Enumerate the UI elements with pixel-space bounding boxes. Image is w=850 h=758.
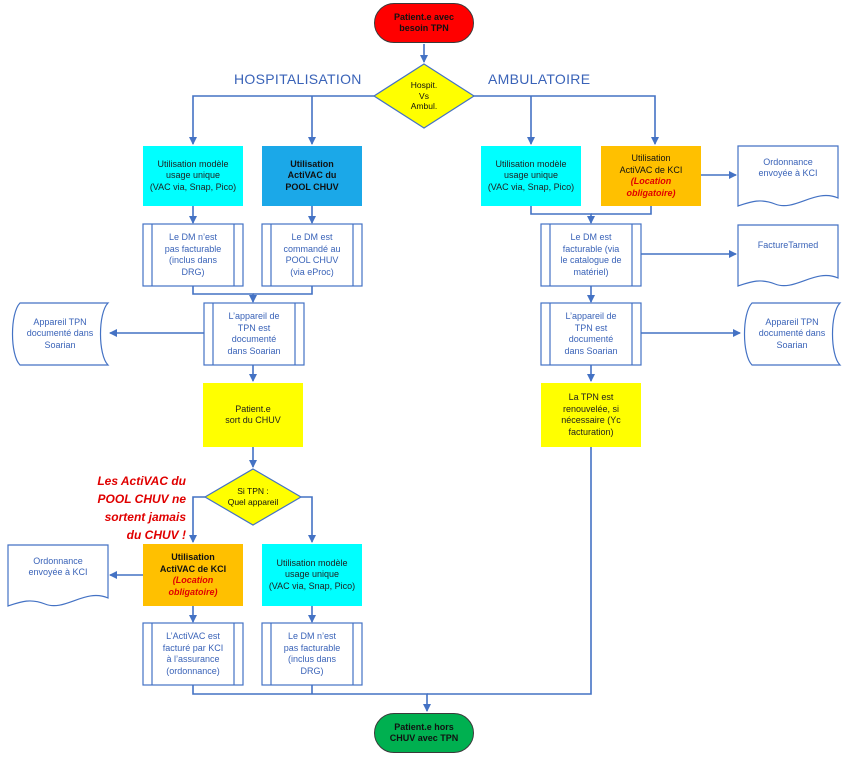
amb-usage-unique-box: Utilisation modèle usage unique (VAC via…	[481, 146, 581, 206]
amb-dm-facturable-label: Le DM est facturable (via le catalogue d…	[560, 232, 622, 277]
hosp-sort-chuv-box: Patient.e sort du CHUV	[203, 383, 303, 447]
store-amb-shape	[743, 302, 842, 366]
amb-appareil-documente-box: L’appareil de TPN est documenté dans Soa…	[550, 303, 632, 365]
exit-ordonnance-doc: Ordonnance envoyée à KCI	[8, 547, 108, 587]
predef-dm-facturable-shape	[540, 223, 642, 287]
hosp-dm-commande-box: Le DM est commandé au POOL CHUV (via ePr…	[271, 224, 353, 286]
predef-dm-commande-shape	[261, 223, 363, 287]
note-line-1: Les ActiVAC du	[97, 474, 186, 488]
predefined-process-shapes	[142, 223, 642, 686]
connector-h3	[192, 286, 257, 303]
connector-h4	[253, 286, 313, 295]
amb-ordonnance-doc: Ordonnance envoyée à KCI	[738, 148, 838, 188]
exit-activac-kci-box: Utilisation ActiVAC de KCI (Location obl…	[143, 544, 243, 606]
predef-dm-non-facturable-exit-shape	[261, 622, 363, 686]
predef-appareil-hosp-shape	[203, 302, 305, 366]
note-line-3: sortent jamais	[104, 510, 186, 524]
hosp-appareil-documente-box: L’appareil de TPN est documenté dans Soa…	[213, 303, 295, 365]
amb-facture-tarmed-doc: FactureTarmed	[738, 226, 838, 266]
hosp-appareil-documente-label: L’appareil de TPN est documenté dans Soa…	[227, 311, 281, 356]
predef-facture-kci-shape	[142, 622, 244, 686]
connector-d2-left	[189, 496, 205, 543]
doc-facture-tarmed-shape	[737, 224, 839, 287]
section-label-ambulatoire: AMBULATOIRE	[488, 71, 591, 87]
note-line-4: du CHUV !	[126, 528, 186, 542]
pool-chuv-warning-note: Les ActiVAC du POOL CHUV ne sortent jama…	[68, 472, 186, 544]
hosp-activac-pool-label: Utilisation ActiVAC du POOL CHUV	[285, 158, 339, 192]
hosp-dm-non-facturable-box: Le DM n’est pas facturable (inclus dans …	[152, 224, 234, 286]
hosp-store-soarian-label: Appareil TPN documenté dans Soarian	[26, 316, 94, 350]
end-terminal: Patient.e hors CHUV avec TPN	[374, 713, 474, 753]
connector-a5	[427, 447, 592, 695]
hosp-usage-unique-label: Utilisation modèle usage unique (VAC via…	[149, 158, 237, 192]
exit-usage-unique-box: Utilisation modèle usage unique (VAC via…	[262, 544, 362, 606]
amb-usage-unique-label: Utilisation modèle usage unique (VAC via…	[487, 158, 575, 192]
doc-ordonnance-exit-shape	[7, 544, 109, 607]
hosp-store-soarian-box: Appareil TPN documenté dans Soarian	[14, 303, 106, 365]
connector-hosp-branch	[189, 95, 374, 145]
amb-ordonnance-label: Ordonnance envoyée à KCI	[758, 156, 818, 179]
amb-renouvelee-label: La TPN est renouvelée, si nécessaire (Yc…	[561, 392, 621, 437]
connectors	[109, 44, 741, 712]
connector-e3	[192, 685, 431, 712]
exit-activac-kci-title: Utilisation ActiVAC de KCI	[159, 552, 227, 574]
predef-dm-non-facturable-shape	[142, 223, 244, 287]
exit-ordonnance-label: Ordonnance envoyée à KCI	[28, 555, 88, 578]
connector-a1	[530, 206, 595, 224]
amb-renouvelee-box: La TPN est renouvelée, si nécessaire (Yc…	[541, 383, 641, 447]
connector-a2	[591, 206, 652, 215]
hosp-usage-unique-box: Utilisation modèle usage unique (VAC via…	[143, 146, 243, 206]
exit-usage-unique-label: Utilisation modèle usage unique (VAC via…	[268, 557, 356, 591]
decision-hospit-ambul-label: Hospit. Vs Ambul.	[410, 80, 438, 111]
decision-quel-appareil	[203, 468, 303, 526]
amb-appareil-documente-label: L’appareil de TPN est documenté dans Soa…	[564, 311, 618, 356]
hosp-activac-pool-box: Utilisation ActiVAC du POOL CHUV	[262, 146, 362, 206]
amb-activac-kci-note: (Location obligatoire)	[626, 176, 676, 198]
exit-dm-non-facturable-label: Le DM n’est pas facturable (inclus dans …	[283, 631, 341, 676]
exit-activac-kci-note: (Location obligatoire)	[168, 575, 218, 597]
hosp-sort-chuv-label: Patient.e sort du CHUV	[225, 403, 281, 426]
stored-data-shapes	[11, 302, 842, 366]
amb-activac-kci-title: Utilisation ActiVAC de KCI	[619, 153, 683, 175]
decision-hospit-ambul	[372, 63, 476, 129]
amb-facture-tarmed-label: FactureTarmed	[757, 240, 819, 251]
exit-facture-kci-label: L’ActiVAC est facturé par KCI à l’assura…	[162, 631, 224, 676]
decision-quel-appareil-label: Si TPN : Quel appareil	[227, 486, 279, 507]
amb-dm-facturable-box: Le DM est facturable (via le catalogue d…	[550, 224, 632, 286]
document-shapes	[7, 145, 839, 607]
amb-store-soarian-box: Appareil TPN documenté dans Soarian	[746, 303, 838, 365]
amb-activac-kci-box: Utilisation ActiVAC de KCI (Location obl…	[601, 146, 701, 206]
start-label: Patient.e avec besoin TPN	[393, 11, 455, 34]
hosp-dm-non-facturable-label: Le DM n’est pas facturable (inclus dans …	[164, 232, 222, 277]
doc-ordonnance-amb-shape	[737, 145, 839, 207]
store-hosp-shape	[11, 302, 110, 366]
predef-appareil-amb-shape	[540, 302, 642, 366]
exit-facture-kci-box: L’ActiVAC est facturé par KCI à l’assura…	[152, 623, 234, 685]
hosp-dm-commande-label: Le DM est commandé au POOL CHUV (via ePr…	[283, 232, 341, 277]
start-terminal: Patient.e avec besoin TPN	[374, 3, 474, 43]
exit-dm-non-facturable-box: Le DM n’est pas facturable (inclus dans …	[271, 623, 353, 685]
connector-amb-branch	[473, 95, 659, 145]
connector-d2-right	[301, 496, 316, 543]
section-label-hospitalisation: HOSPITALISATION	[234, 71, 362, 87]
note-line-2: POOL CHUV ne	[97, 492, 186, 506]
amb-store-soarian-label: Appareil TPN documenté dans Soarian	[758, 316, 826, 350]
end-label: Patient.e hors CHUV avec TPN	[389, 721, 459, 744]
